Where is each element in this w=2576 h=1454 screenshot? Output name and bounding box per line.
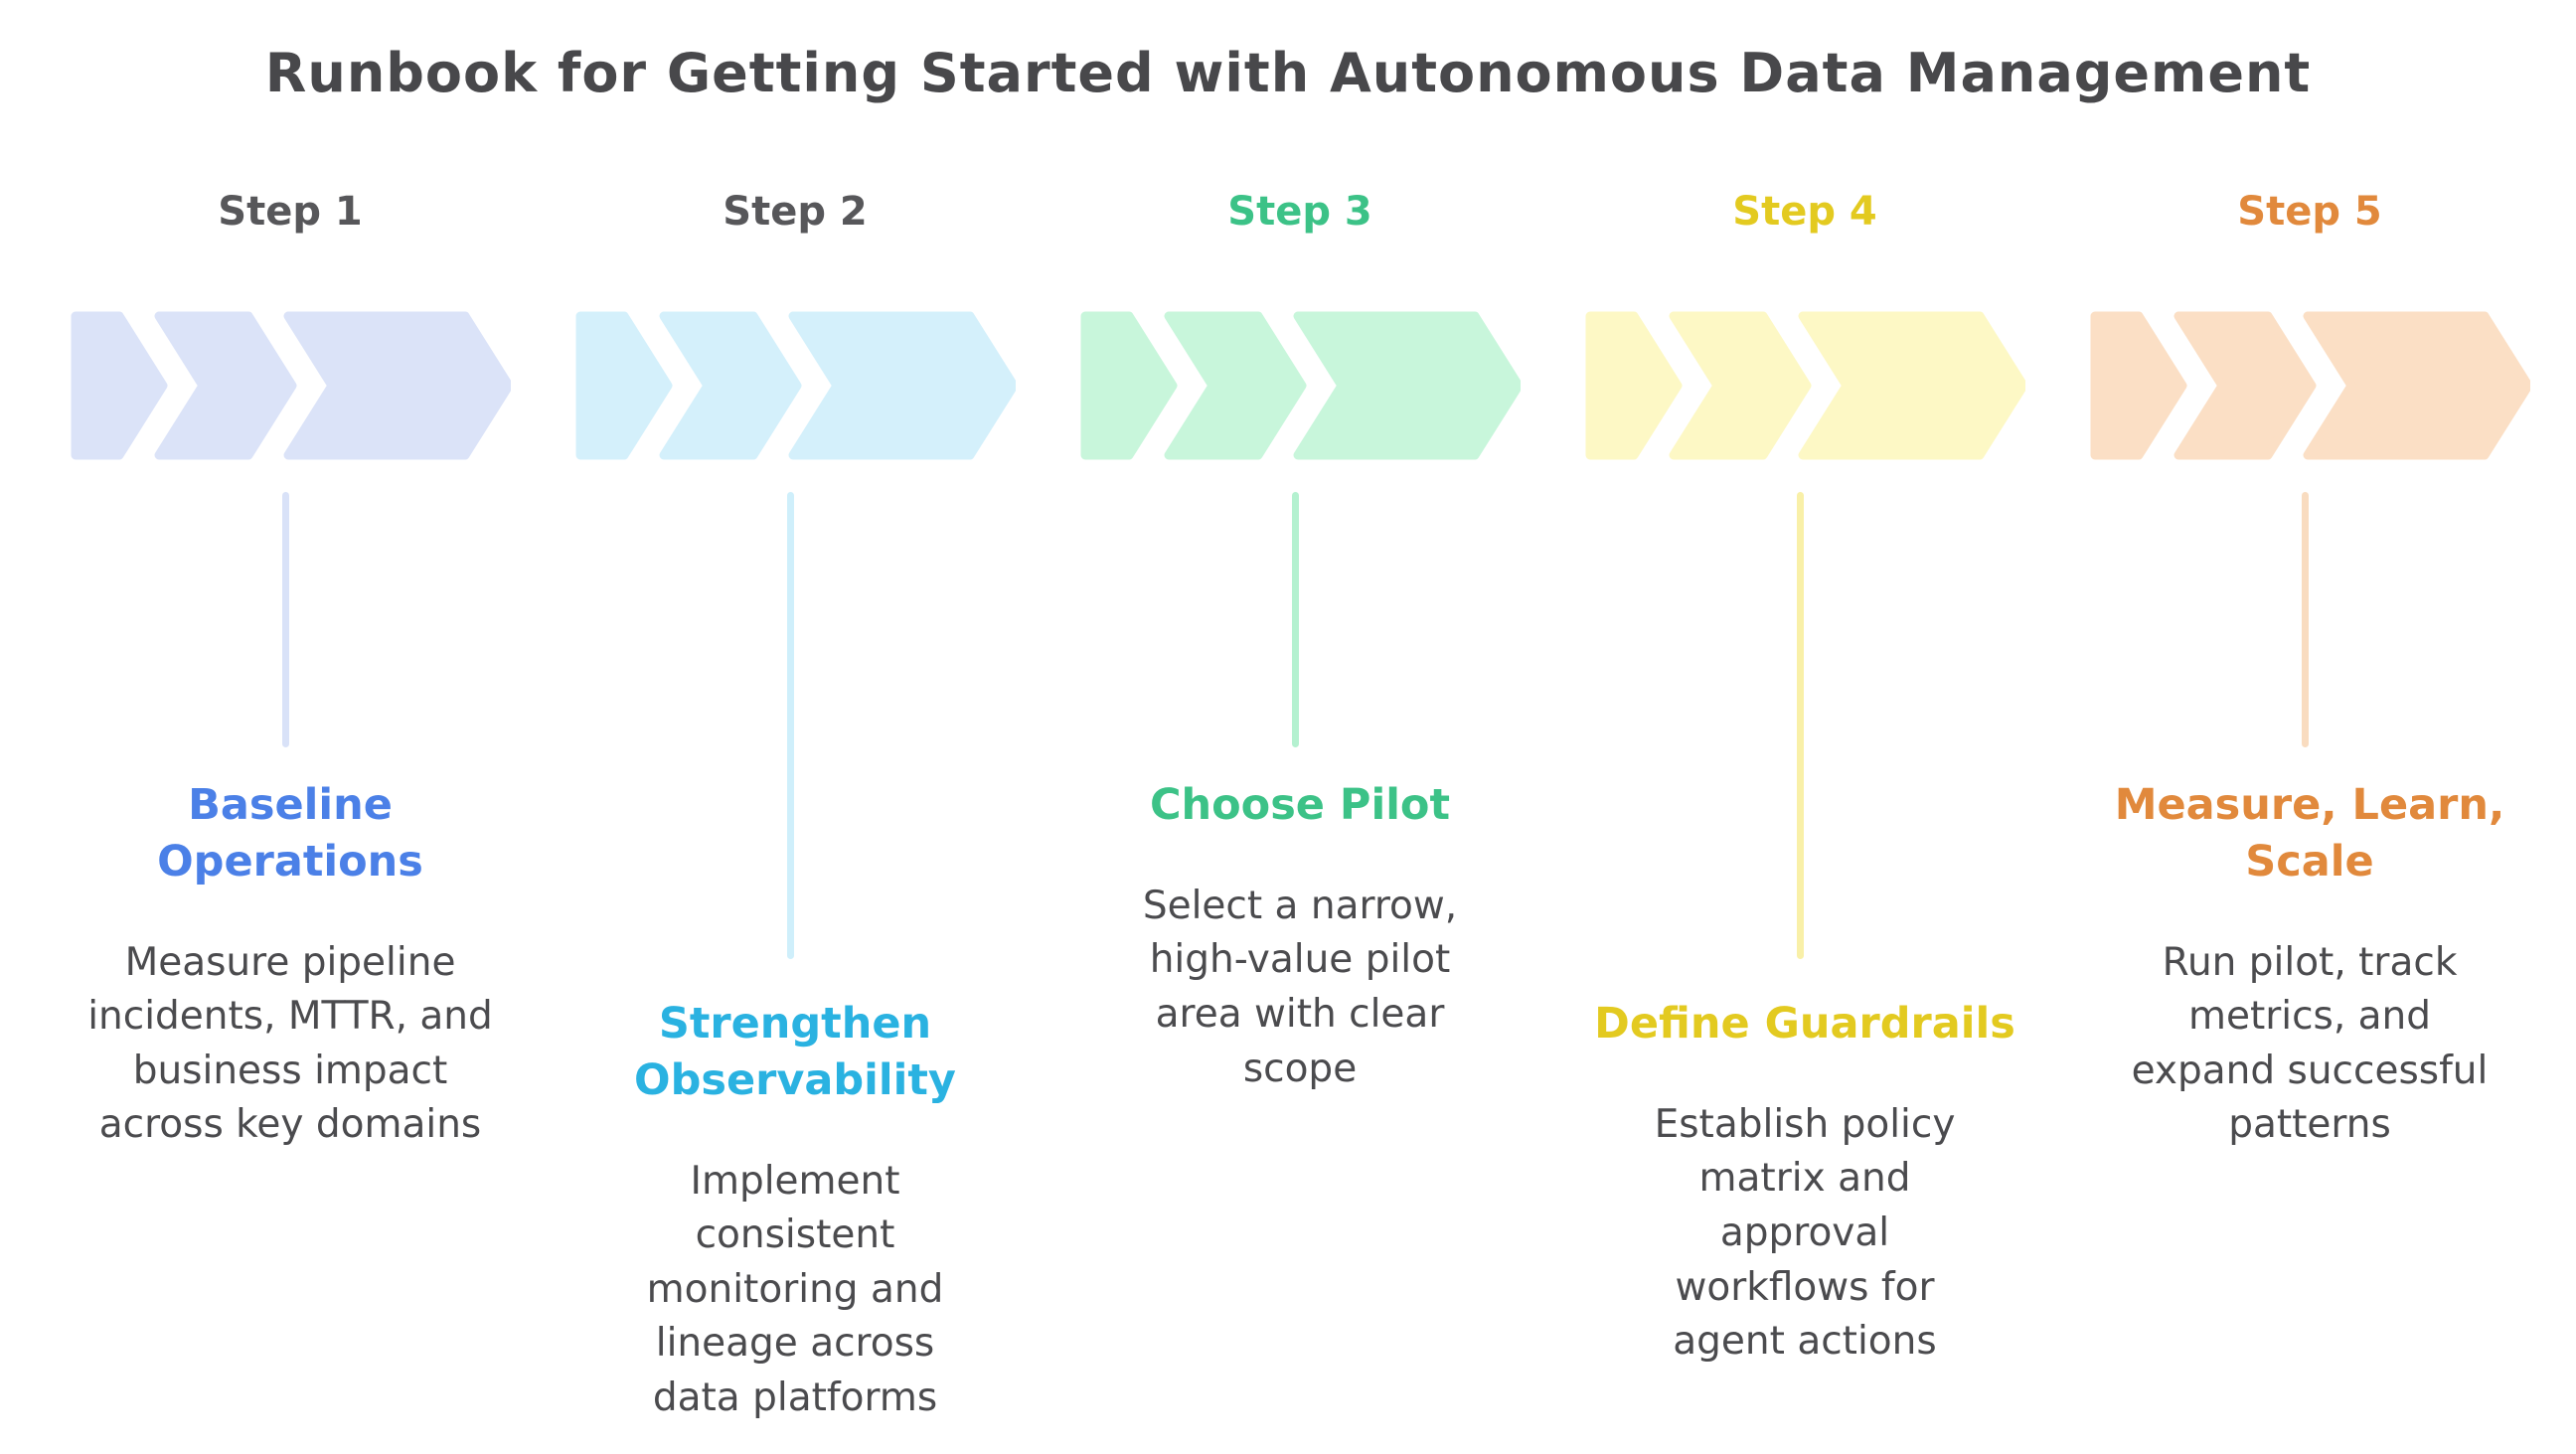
triple-chevron-icon — [1585, 311, 2025, 460]
step-column-5: Step 5 Measure, Learn, Scale Run pilot, … — [2089, 0, 2530, 1454]
step-description: Run pilot, track metrics, and expand suc… — [2131, 939, 2489, 1148]
chevron-shape — [2303, 311, 2530, 460]
step-description: Establish policy matrix and approval wor… — [1654, 1101, 1956, 1365]
triple-chevron-icon — [71, 311, 511, 460]
chevron-shape — [1669, 311, 1812, 460]
step-title: Measure, Learn, Scale — [2114, 780, 2505, 887]
step-description: Measure pipeline incidents, MTTR, and bu… — [87, 939, 493, 1148]
chevron-shape — [788, 311, 1016, 460]
triple-chevron-icon — [2090, 311, 2530, 460]
step-description: Implement consistent monitoring and line… — [646, 1158, 944, 1420]
connector-line — [1797, 492, 1804, 959]
step-column-2: Step 2 Strengthen Observability Implemen… — [574, 0, 1016, 1454]
step-description: Select a narrow, high-value pilot area w… — [1142, 883, 1458, 1091]
connector-line — [282, 492, 289, 747]
step-textblock: Baseline Operations Measure pipeline inc… — [42, 777, 539, 1153]
chevron-shape — [283, 311, 511, 460]
step-label: Step 3 — [1227, 189, 1372, 235]
step-title: Choose Pilot — [1149, 780, 1451, 830]
chevron-shape — [1798, 311, 2025, 460]
step-title: Strengthen Observability — [634, 999, 956, 1105]
chevron-shape — [1293, 311, 1521, 460]
chevron-shape — [1080, 311, 1178, 460]
step-textblock: Strengthen Observability Implement consi… — [547, 996, 1044, 1425]
connector-line — [2302, 492, 2309, 747]
chevron-shape — [2090, 311, 2187, 460]
step-title: Baseline Operations — [157, 780, 423, 887]
triple-chevron-icon — [575, 311, 1016, 460]
step-column-4: Step 4 Define Guardrails Establish polic… — [1584, 0, 2025, 1454]
step-column-1: Step 1 Baseline Operations Measure pipel… — [70, 0, 511, 1454]
step-column-3: Step 3 Choose Pilot Select a narrow, hig… — [1079, 0, 1521, 1454]
chevron-shape — [1585, 311, 1683, 460]
step-textblock: Define Guardrails Establish policy matri… — [1556, 996, 2053, 1370]
step-label: Step 1 — [218, 189, 363, 235]
chevron-shape — [154, 311, 297, 460]
step-label: Step 5 — [2237, 189, 2382, 235]
chevron-shape — [575, 311, 673, 460]
triple-chevron-icon — [1080, 311, 1521, 460]
connector-line — [1292, 492, 1299, 747]
step-label: Step 4 — [1732, 189, 1877, 235]
page-title: Runbook for Getting Started with Autonom… — [264, 42, 2312, 104]
step-title: Define Guardrails — [1594, 999, 2015, 1049]
step-textblock: Measure, Learn, Scale Run pilot, track m… — [2061, 777, 2558, 1153]
step-textblock: Choose Pilot Select a narrow, high-value… — [1051, 777, 1548, 1096]
chevron-shape — [1164, 311, 1307, 460]
chevron-shape — [2174, 311, 2317, 460]
connector-line — [787, 492, 794, 959]
chevron-shape — [659, 311, 802, 460]
step-label: Step 2 — [723, 189, 868, 235]
chevron-shape — [71, 311, 168, 460]
